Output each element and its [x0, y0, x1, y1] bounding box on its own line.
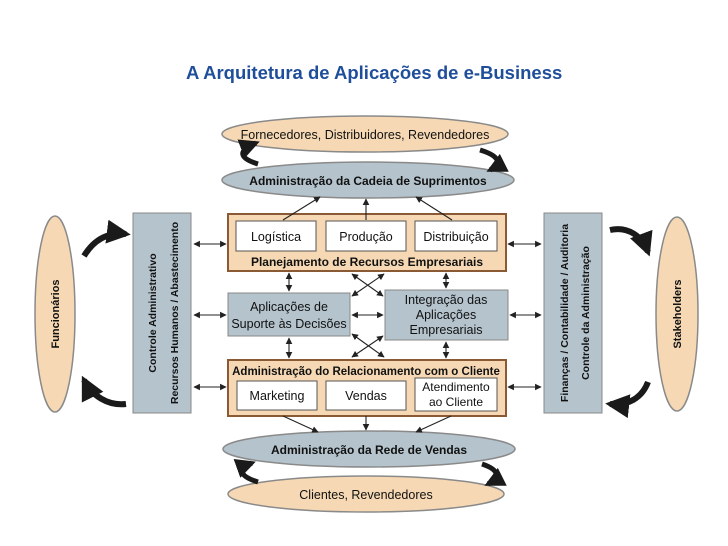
curved-arrow-right-upper	[609, 226, 653, 257]
sales-network-ellipse	[222, 430, 516, 468]
stakeholders-ellipse	[655, 216, 699, 412]
logistics-box	[235, 220, 317, 252]
sales-label: Vendas	[345, 389, 387, 403]
distribution-label: Distribuição	[423, 230, 488, 244]
admin-control-panel	[132, 212, 192, 414]
production-box	[325, 220, 407, 252]
logistics-label: Logística	[251, 230, 301, 244]
decision-support-line2: Suporte às Decisões	[231, 317, 346, 331]
connector-arrows	[193, 196, 542, 433]
integration-line2: Aplicações	[416, 308, 476, 322]
finance-panel	[543, 212, 603, 414]
distribution-box	[414, 220, 498, 252]
sales-network-label: Administração da Rede de Vendas	[271, 443, 467, 457]
admin-control-line1: Controle Administrativo	[147, 253, 159, 372]
integration-line1: Integração das	[405, 293, 488, 307]
curved-arrow-left-upper	[81, 219, 131, 258]
employees-label: Funcionários	[50, 279, 62, 348]
sales-box	[325, 380, 407, 411]
curved-arrow-left-lower	[81, 375, 127, 408]
curved-arrow-bottom-right	[481, 461, 507, 487]
supply-chain-ellipse	[221, 161, 515, 199]
customers-ellipse	[227, 475, 505, 513]
supply-chain-label: Administração da Cadeia de Suprimentos	[249, 174, 487, 188]
marketing-box	[236, 380, 318, 411]
decision-support-box	[227, 292, 351, 337]
stakeholders-label: Stakeholders	[672, 279, 684, 348]
admin-control-line2: Recursos Humanos / Abastecimento	[169, 222, 181, 404]
marketing-label: Marketing	[250, 389, 305, 403]
employees-ellipse	[34, 215, 76, 413]
customer-service-line2: ao Cliente	[429, 395, 483, 409]
customer-service-line1: Atendimento	[422, 380, 490, 394]
crm-label: Administração do Relacionamento com o Cl…	[232, 366, 500, 378]
decision-support-line1: Aplicações de	[250, 300, 328, 314]
suppliers-ellipse	[221, 115, 509, 153]
curved-arrow-bottom-left	[233, 458, 259, 485]
integration-box	[384, 289, 509, 341]
curved-arrow-top-left	[237, 139, 260, 167]
erp-label: Planejamento de Recursos Empresariais	[251, 255, 483, 269]
page-title: A Arquitetura de Aplicações de e-Busines…	[186, 62, 563, 83]
integration-line3: Empresariais	[410, 323, 483, 337]
suppliers-label: Fornecedores, Distribuidores, Revendedor…	[241, 128, 490, 142]
finance-line1: Finanças / Contabilidade / Auditoria	[559, 224, 571, 402]
customer-service-box	[414, 377, 498, 412]
production-label: Produção	[339, 230, 393, 244]
curved-arrow-top-right	[479, 147, 509, 173]
customers-label: Clientes, Revendedores	[299, 488, 432, 502]
finance-line2: Controle da Administração	[580, 246, 592, 380]
curved-arrow-right-lower	[605, 380, 651, 419]
